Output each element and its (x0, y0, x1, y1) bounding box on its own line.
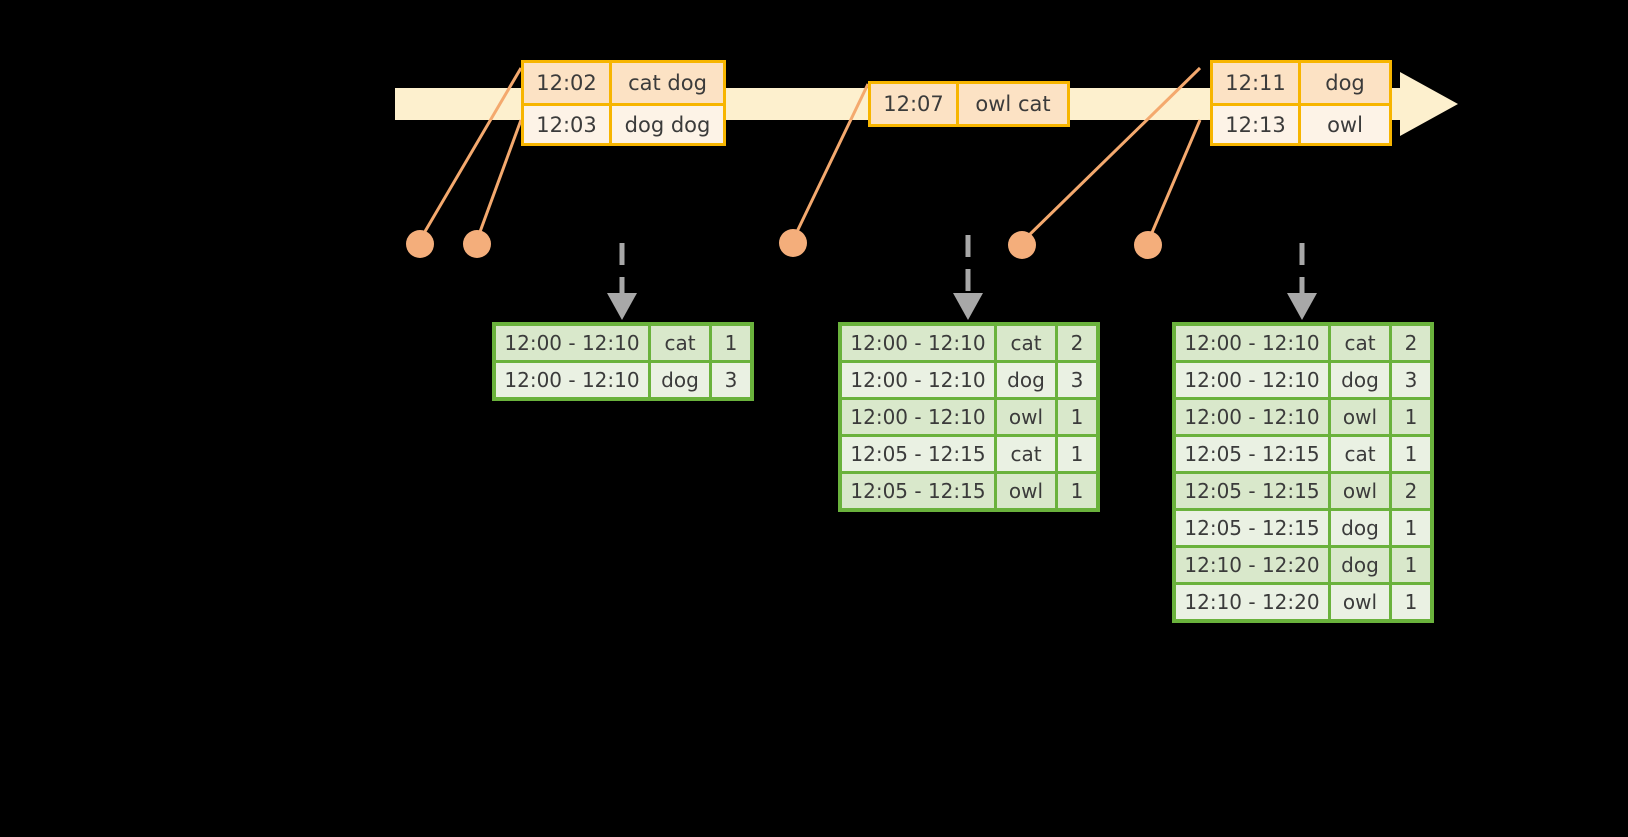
cell-window: 12:05 - 12:15 (842, 474, 994, 508)
cell-key: dog (997, 363, 1055, 397)
cell-count: 1 (1392, 511, 1430, 545)
cell-count: 1 (1392, 548, 1430, 582)
cell-key: owl (1331, 400, 1389, 434)
events-group-3: 12:11 dog 12:13 owl (1210, 60, 1392, 146)
event-value: owl cat (959, 84, 1067, 124)
event-time: 12:13 (1213, 106, 1301, 143)
cell-window: 12:00 - 12:10 (1176, 326, 1328, 360)
cell-key: cat (651, 326, 709, 360)
event-time: 12:03 (524, 106, 612, 143)
cell-window: 12:05 - 12:15 (1176, 474, 1328, 508)
cell-count: 3 (712, 363, 750, 397)
cell-key: owl (997, 474, 1055, 508)
cell-window: 12:00 - 12:10 (1176, 400, 1328, 434)
watermark-dot-1 (406, 230, 434, 258)
cell-count: 2 (1058, 326, 1096, 360)
cell-window: 12:10 - 12:20 (1176, 585, 1328, 619)
cell-window: 12:00 - 12:10 (496, 363, 648, 397)
cell-count: 1 (1392, 437, 1430, 471)
cell-count: 1 (1058, 474, 1096, 508)
dashed-arrowheads (607, 293, 1317, 320)
cell-key: dog (651, 363, 709, 397)
cell-window: 12:10 - 12:20 (1176, 548, 1328, 582)
cell-window: 12:00 - 12:10 (842, 326, 994, 360)
cell-count: 3 (1392, 363, 1430, 397)
watermark-dot-4 (1008, 231, 1036, 259)
event-row[interactable]: 12:02 cat dog (524, 63, 723, 103)
cell-key: owl (1331, 585, 1389, 619)
event-row[interactable]: 12:13 owl (1213, 103, 1389, 143)
cell-key: dog (1331, 548, 1389, 582)
cell-count: 2 (1392, 326, 1430, 360)
event-row[interactable]: 12:11 dog (1213, 63, 1389, 103)
cell-count: 1 (1058, 437, 1096, 471)
cell-count: 1 (1058, 400, 1096, 434)
cell-key: cat (997, 437, 1055, 471)
cell-key: cat (1331, 326, 1389, 360)
cell-count: 1 (1392, 400, 1430, 434)
watermark-dot-3 (779, 229, 807, 257)
cell-key: dog (1331, 511, 1389, 545)
event-value: dog (1301, 63, 1389, 103)
cell-key: owl (1331, 474, 1389, 508)
events-group-2: 12:07 owl cat (868, 81, 1070, 127)
cell-key: dog (1331, 363, 1389, 397)
event-value: owl (1301, 106, 1389, 143)
cell-window: 12:05 - 12:15 (842, 437, 994, 471)
event-time: 12:07 (871, 84, 959, 124)
watermark-dot-5 (1134, 231, 1162, 259)
cell-count: 1 (712, 326, 750, 360)
dashed-arrows (619, 235, 1305, 295)
events-group-1: 12:02 cat dog 12:03 dog dog (521, 60, 726, 146)
event-row[interactable]: 12:03 dog dog (524, 103, 723, 143)
event-row[interactable]: 12:07 owl cat (871, 84, 1067, 124)
cell-count: 2 (1392, 474, 1430, 508)
cell-key: cat (997, 326, 1055, 360)
cell-window: 12:00 - 12:10 (842, 363, 994, 397)
event-time: 12:02 (524, 63, 612, 103)
connector-dots (406, 229, 1162, 259)
cell-window: 12:05 - 12:15 (1176, 511, 1328, 545)
cell-window: 12:05 - 12:15 (1176, 437, 1328, 471)
cell-count: 3 (1058, 363, 1096, 397)
watermark-dot-2 (463, 230, 491, 258)
event-value: cat dog (612, 63, 723, 103)
cell-window: 12:00 - 12:10 (1176, 363, 1328, 397)
event-time: 12:11 (1213, 63, 1301, 103)
event-value: dog dog (612, 106, 723, 143)
cell-window: 12:00 - 12:10 (842, 400, 994, 434)
cell-key: cat (1331, 437, 1389, 471)
cell-key: owl (997, 400, 1055, 434)
cell-count: 1 (1392, 585, 1430, 619)
cell-window: 12:00 - 12:10 (496, 326, 648, 360)
